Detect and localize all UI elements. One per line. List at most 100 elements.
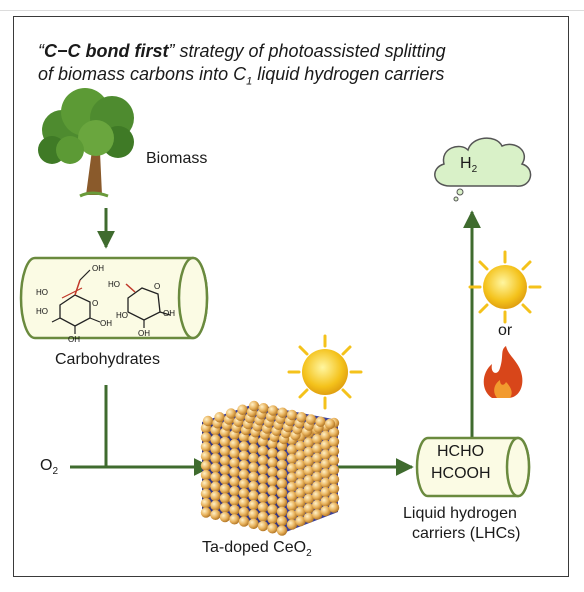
lattice-atom [328,464,340,476]
lattice-atom [286,472,298,483]
lattice-atom [200,469,212,481]
lattice-atom [238,478,250,490]
lattice-atom [312,443,323,454]
lattice-atom [320,477,331,488]
lattice-atom [296,412,307,423]
mol-label-oh-5: OH [138,329,150,338]
label-biomass: Biomass [146,150,208,167]
lattice-atom [286,444,298,455]
lattice-atom [229,504,240,516]
lattice-atom [237,404,248,415]
lattice-atom [328,436,340,447]
lattice-atom [303,493,314,505]
lattice-atom [328,446,340,457]
lattice-atom [286,500,298,511]
lattice-atom [225,408,237,419]
lattice-atom [276,525,288,536]
lattice-atom [312,434,323,445]
lattice-atom [320,440,331,451]
lattice-atom [303,512,314,523]
label-lhc-line2: carriers (LHCs) [412,525,521,542]
lattice-atom [303,456,314,467]
cloud-icon [434,137,532,202]
mol-label-ho-4: HO [116,311,128,320]
lattice-atom [200,507,212,518]
lattice-atom [248,462,259,473]
lattice-atom [210,509,221,521]
lattice-atom [248,509,259,520]
lattice-atom [286,510,298,521]
lattice-atom [229,485,240,497]
lattice-atom [295,506,306,517]
lattice-atom [295,516,306,527]
lattice-atom [276,506,288,517]
tree-icon [38,88,134,195]
lattice-atom [286,481,298,493]
lattice-atom [295,459,306,470]
lattice-atom [312,462,323,473]
lattice-atom [248,400,260,412]
lattice-atom [286,463,298,474]
lattice-atom [210,453,221,464]
lattice-atom [312,481,323,492]
lattice-atom [210,434,221,445]
lattice-atom [267,523,278,534]
lattice-atom [312,490,323,501]
lattice-atom [200,451,212,462]
lattice-atom [257,473,269,485]
lattice-atom [320,496,331,507]
lattice-atom [320,505,331,517]
lattice-atom [238,469,250,480]
lattice-atom [303,446,314,458]
lattice-atom [200,479,212,490]
lattice-atom [210,500,221,511]
lattice-atom [202,415,214,427]
lattice-atom [219,483,231,495]
lattice-atom [303,475,314,486]
lattice-atom [286,519,298,530]
lattice-atom [210,443,221,455]
mol-label-ho-3: HO [108,280,120,289]
mol-label-oh-1: OH [92,264,104,273]
lattice-atom [210,462,221,474]
lattice-atom [328,455,340,466]
lattice-atom [229,457,240,469]
lattice-atom [219,436,231,448]
lattice-atom [248,518,259,530]
flame-icon [483,346,523,398]
label-hcooh: HCOOH [431,465,491,482]
lattice-atom [267,466,278,478]
lattice-atom [200,488,212,499]
lattice-atom [238,488,250,499]
lattice-atom [238,441,250,452]
crystal-cube-icon [200,400,340,536]
lattice-atom [295,469,306,480]
top-divider [0,10,584,11]
mol-label-oh-2: OH [100,319,112,328]
lattice-atom [200,441,212,452]
lattice-atom [257,511,269,522]
lattice-atom [267,513,278,525]
lattice-atom [295,497,306,508]
mol-label-ho-1: HO [36,288,48,297]
lattice-atom [276,450,288,461]
lattice-atom [229,467,240,478]
lattice-atom [219,446,231,457]
lattice-atom [286,491,298,502]
label-or: or [498,322,513,339]
lattice-atom [219,474,231,485]
lattice-atom [229,438,240,450]
lattice-atom [295,440,306,452]
lattice-atom [257,464,269,475]
lattice-atom [320,458,331,470]
lattice-atom [303,465,314,476]
lattice-atom [312,471,323,482]
lattice-atom [303,484,314,495]
lattice-atom [320,487,331,498]
lattice-atom [324,418,336,430]
lattice-atom [248,452,259,464]
lattice-atom [303,437,314,448]
lattice-atom [276,459,288,470]
lattice-atom [312,499,323,511]
lattice-atom [267,494,278,506]
